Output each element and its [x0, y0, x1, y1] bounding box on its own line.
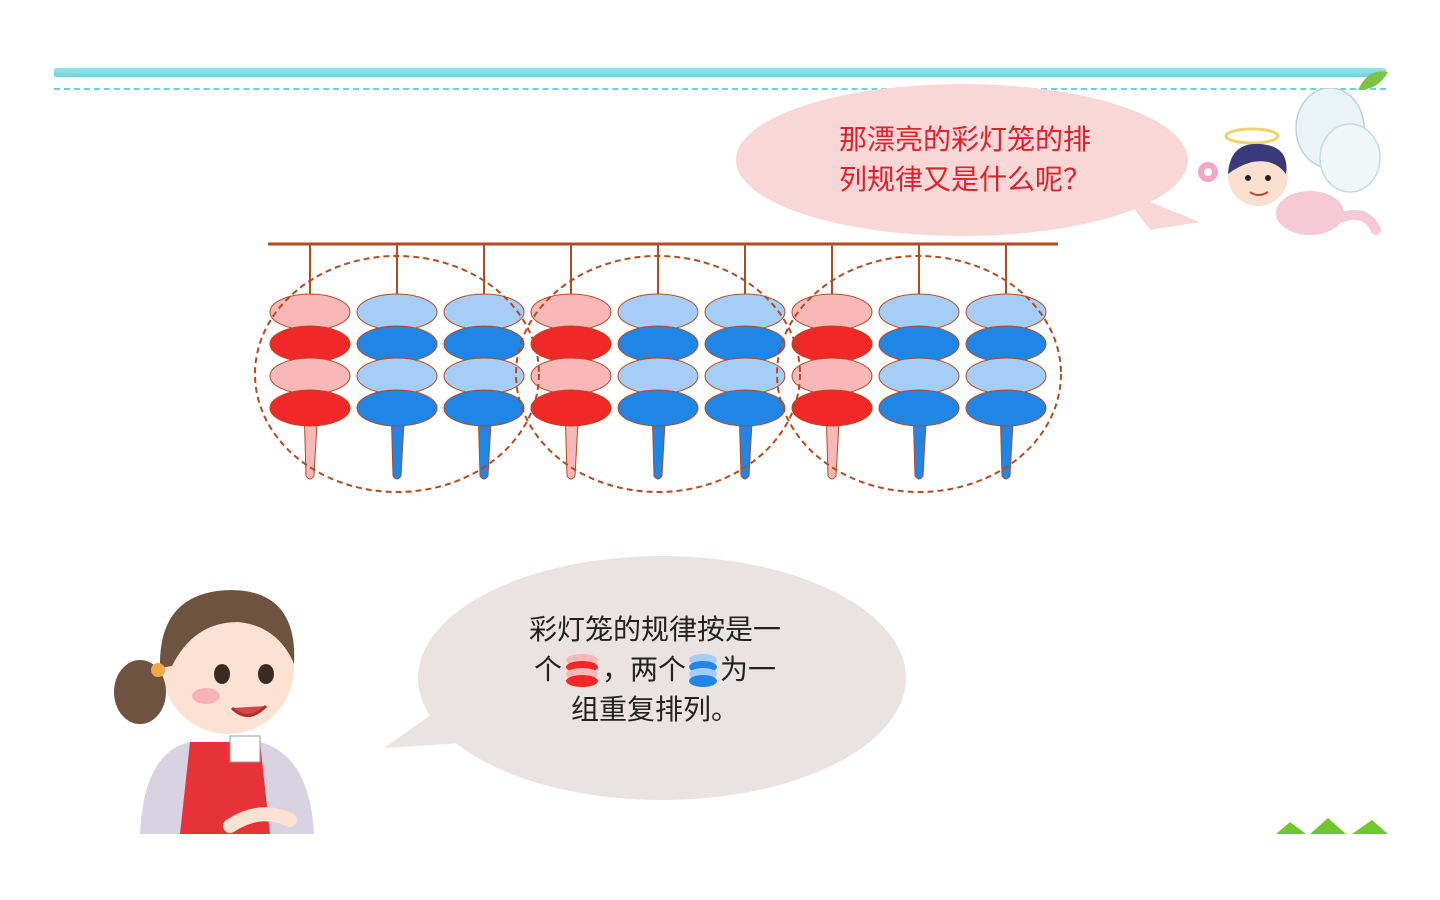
- blue-lantern-disc: [617, 325, 699, 363]
- blue-lantern-disc: [443, 293, 525, 331]
- red-lantern-disc: [269, 357, 351, 395]
- blue-lantern-disc: [443, 325, 525, 363]
- blue-lantern-disc: [965, 325, 1047, 363]
- blue-lantern-disc: [878, 389, 960, 427]
- girl-answer-line-3: 组重复排列。: [570, 693, 739, 726]
- girl-answer-line-2: 个 ，两个 为一: [440, 650, 870, 690]
- fairy-speech-bubble: [736, 84, 1200, 236]
- girl-answer-line-1: 彩灯笼的规律按是一: [528, 613, 781, 646]
- fairy-question-text: 那漂亮的彩灯笼的排 列规律又是什么呢？: [760, 120, 1170, 200]
- blue-lantern-disc: [704, 389, 786, 427]
- red-lantern-disc: [530, 325, 612, 363]
- red-lantern-disc: [269, 389, 351, 427]
- blue-lantern-icon: [689, 654, 717, 687]
- blue-lantern-disc: [965, 293, 1047, 331]
- blue-lantern-disc: [965, 357, 1047, 395]
- blue-lantern-disc: [965, 389, 1047, 427]
- blue-lantern-disc: [356, 389, 438, 427]
- blue-lantern-disc: [704, 293, 786, 331]
- blue-lantern-disc: [617, 357, 699, 395]
- red-lantern-disc: [791, 293, 873, 331]
- group-circle: [254, 255, 540, 493]
- blue-lantern-disc: [617, 389, 699, 427]
- fairy-character-illustration: [1198, 88, 1381, 235]
- blue-lantern-disc: [356, 325, 438, 363]
- red-lantern-icon: [565, 654, 598, 687]
- girl-answer-line-2-part-2: ，两个: [601, 653, 686, 686]
- girl-answer-text: 彩灯笼的规律按是一 个 ，两个 为一 组重复排列。: [440, 610, 870, 730]
- header-dashed-line: [54, 88, 1386, 90]
- girl-answer-line-2-part-3: 为一: [720, 653, 777, 686]
- blue-lantern-disc: [443, 389, 525, 427]
- blue-lantern-disc: [704, 357, 786, 395]
- fairy-question-line-1: 那漂亮的彩灯笼的排: [838, 123, 1091, 156]
- grass-decoration-icon: [1276, 818, 1388, 834]
- header-band: [54, 68, 1386, 77]
- red-lantern-disc: [791, 357, 873, 395]
- red-lantern-disc: [530, 293, 612, 331]
- girl-speech-bubble: [384, 556, 906, 800]
- blue-lantern-disc: [878, 325, 960, 363]
- blue-lantern-disc: [704, 325, 786, 363]
- blue-lantern-disc: [617, 293, 699, 331]
- red-lantern-disc: [269, 325, 351, 363]
- blue-lantern-disc: [443, 357, 525, 395]
- fairy-question-line-2: 列规律又是什么呢？: [838, 163, 1091, 196]
- red-lantern-disc: [530, 389, 612, 427]
- girl-character-illustration: [114, 590, 314, 834]
- red-lantern-disc: [791, 325, 873, 363]
- blue-lantern-disc: [356, 357, 438, 395]
- blue-lantern-disc: [878, 293, 960, 331]
- blue-lantern-disc: [356, 293, 438, 331]
- blue-lantern-disc: [878, 357, 960, 395]
- lantern-row: [254, 242, 1062, 493]
- red-lantern-disc: [530, 357, 612, 395]
- leaf-decoration-icon: [1358, 71, 1388, 90]
- girl-answer-line-2-part-1: 个: [533, 653, 562, 686]
- red-lantern-disc: [269, 293, 351, 331]
- red-lantern-disc: [791, 389, 873, 427]
- group-circle: [776, 255, 1062, 493]
- group-circle: [515, 255, 801, 493]
